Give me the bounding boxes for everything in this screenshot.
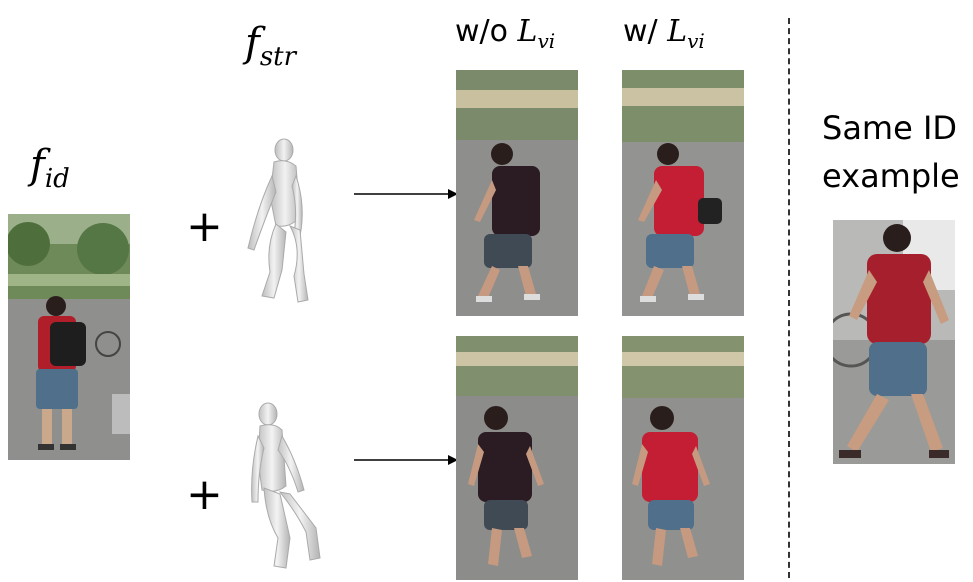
body-mesh-top [240,136,320,316]
generated-without-loss-bottom [456,336,578,580]
generated-with-loss-bottom [622,336,744,580]
f-id-base: f [30,142,45,188]
with-loss-header: w/ Lvi [623,14,705,53]
generated-without-loss-top [456,70,578,316]
arrow-bottom [354,452,458,471]
loss-symbol: L [517,14,538,49]
same-id-example-image [833,220,955,464]
arrow-top [354,186,458,205]
without-loss-header: w/o Lvi [455,14,555,53]
identity-source-image [8,214,130,460]
loss-subscript: vi [687,29,705,53]
loss-symbol: L [667,14,688,49]
same-id-line1: Same ID [822,109,958,147]
f-str-label: fstr [245,20,296,72]
plus-sign-top: + [186,201,223,252]
with-prefix: w/ [623,14,668,49]
f-id-subscript: id [44,164,70,194]
body-mesh-bottom [246,400,326,578]
same-id-line2: example [822,157,960,195]
f-str-subscript: str [259,42,297,72]
plus-sign-bottom: + [186,469,223,520]
loss-subscript: vi [537,29,556,53]
f-id-label: fid [30,142,70,194]
f-str-base: f [245,20,260,66]
generated-with-loss-top [622,70,744,316]
without-prefix: w/o [455,14,518,49]
dashed-divider [788,18,790,578]
same-id-caption: Same ID example [822,104,960,200]
